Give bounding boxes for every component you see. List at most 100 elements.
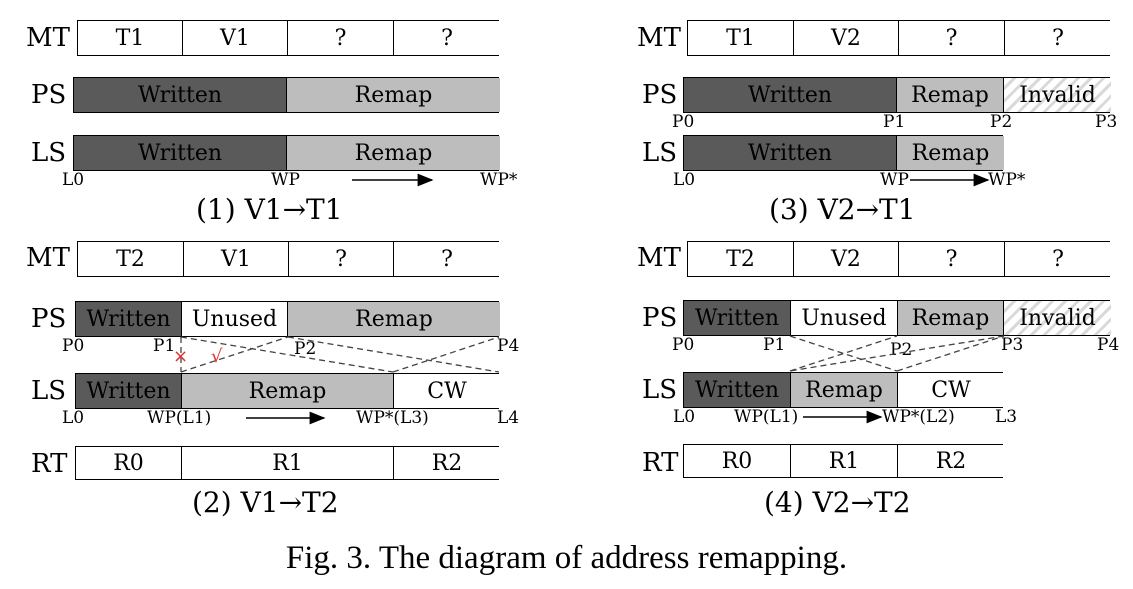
mapping-line <box>180 336 394 373</box>
mt-bar-cell: V1 <box>183 21 288 55</box>
pointer-label: L4 <box>497 408 520 428</box>
rt-bar-cell: R0 <box>684 445 791 477</box>
pointer-label: P1 <box>883 112 906 132</box>
pointer-label: P0 <box>672 112 695 132</box>
mt-bar-cell: V2 <box>794 21 899 55</box>
ps-bar-cell: Remap <box>897 78 1004 112</box>
pointer-label: WP* <box>480 170 518 190</box>
row-label-ls: LS <box>642 375 678 405</box>
ps-bar-cell: Unused <box>182 302 288 336</box>
pointer-label: L0 <box>62 408 85 428</box>
row-label-ps: PS <box>642 303 678 333</box>
ls-bar-cell: Written <box>684 373 791 407</box>
pointer-label: WP*(L2) <box>882 407 955 427</box>
ls-bar-cell: CW <box>898 373 1004 407</box>
row-label-rt: RT <box>31 449 68 479</box>
mapping-line <box>789 335 898 372</box>
row-label-ls: LS <box>31 138 67 168</box>
mt-bar-cell: ? <box>394 21 500 55</box>
ps-bar-cell: Invalid <box>1004 301 1111 335</box>
mt-bar-cell: ? <box>899 242 1005 276</box>
pointer-label: WP(L1) <box>734 407 799 427</box>
check-mark: √ <box>211 346 223 367</box>
pointer-label: WP* <box>988 170 1026 190</box>
ls-bar-cell: Remap <box>182 374 394 408</box>
row-label-mt: MT <box>26 243 70 273</box>
mt-bar-cell: ? <box>1005 21 1111 55</box>
panel-caption: (2) V1→T2 <box>192 486 339 519</box>
ps-bar-cell: Unused <box>791 301 898 335</box>
pointer-label: L0 <box>673 407 696 427</box>
ls-bar-cell: Written <box>74 136 287 170</box>
ps-bar-cell: Invalid <box>1004 78 1111 112</box>
mt-bar-cell: ? <box>1005 242 1111 276</box>
panel-caption: (4) V2→T2 <box>764 486 911 519</box>
mt-bar-cell: T2 <box>78 242 184 276</box>
pointer-label: P0 <box>672 335 695 355</box>
ls-bar-cell: Written <box>684 136 897 170</box>
pointer-label: P2 <box>990 112 1013 132</box>
rt-bar-cell: R2 <box>394 447 500 479</box>
rt-bar-cell: R0 <box>76 447 182 479</box>
row-label-ls: LS <box>31 376 67 406</box>
mapping-line <box>896 335 1005 372</box>
ls-bar-cell: CW <box>394 374 500 408</box>
pointer-label: P4 <box>497 336 520 356</box>
row-label-ps: PS <box>31 304 67 334</box>
pointer-label: P1 <box>153 336 176 356</box>
pointer-label: L0 <box>62 170 85 190</box>
pointer-label: WP(L1) <box>147 408 212 428</box>
pointer-label: P3 <box>1095 112 1118 132</box>
ps-bar-cell: Written <box>74 78 287 112</box>
row-label-ps: PS <box>642 80 678 110</box>
mt-bar-cell: ? <box>289 242 394 276</box>
mt-bar-cell: ? <box>394 242 500 276</box>
row-label-mt: MT <box>637 243 681 273</box>
ps-bar-cell: Remap <box>898 301 1004 335</box>
row-label-ps: PS <box>31 80 67 110</box>
pointer-label: P2 <box>890 340 913 360</box>
rt-bar-cell: R2 <box>898 445 1004 477</box>
pointer-label: L0 <box>673 170 696 190</box>
row-label-mt: MT <box>26 23 70 53</box>
pointer-label: WP <box>880 170 909 190</box>
mapping-line <box>287 336 500 373</box>
ps-bar-cell: Remap <box>288 302 500 336</box>
pointer-label: L3 <box>995 407 1018 427</box>
pointer-label: P4 <box>1097 335 1120 355</box>
ps-bar-cell: Written <box>684 301 791 335</box>
panel-caption: (3) V2→T1 <box>769 193 916 226</box>
pointer-label: WP <box>271 170 300 190</box>
mt-bar-cell: V2 <box>794 242 899 276</box>
ls-bar-cell: Remap <box>897 136 1004 170</box>
pointer-label: P0 <box>62 336 85 356</box>
pointer-label: P1 <box>763 335 786 355</box>
mapping-line <box>789 335 898 372</box>
mt-bar-cell: T1 <box>78 21 183 55</box>
ps-bar-cell: Written <box>76 302 182 336</box>
row-label-rt: RT <box>642 448 679 478</box>
ps-bar-cell: Remap <box>287 78 500 112</box>
ps-bar-cell: Written <box>684 78 897 112</box>
ls-bar-cell: Remap <box>287 136 500 170</box>
row-label-mt: MT <box>637 23 681 53</box>
pointer-label: WP*(L3) <box>356 408 429 428</box>
ls-bar-cell: Remap <box>791 373 898 407</box>
rt-bar-cell: R1 <box>182 447 394 479</box>
figure-caption: Fig. 3. The diagram of address remapping… <box>285 540 848 576</box>
mapping-line <box>180 336 289 373</box>
rt-bar-cell: R1 <box>791 445 898 477</box>
